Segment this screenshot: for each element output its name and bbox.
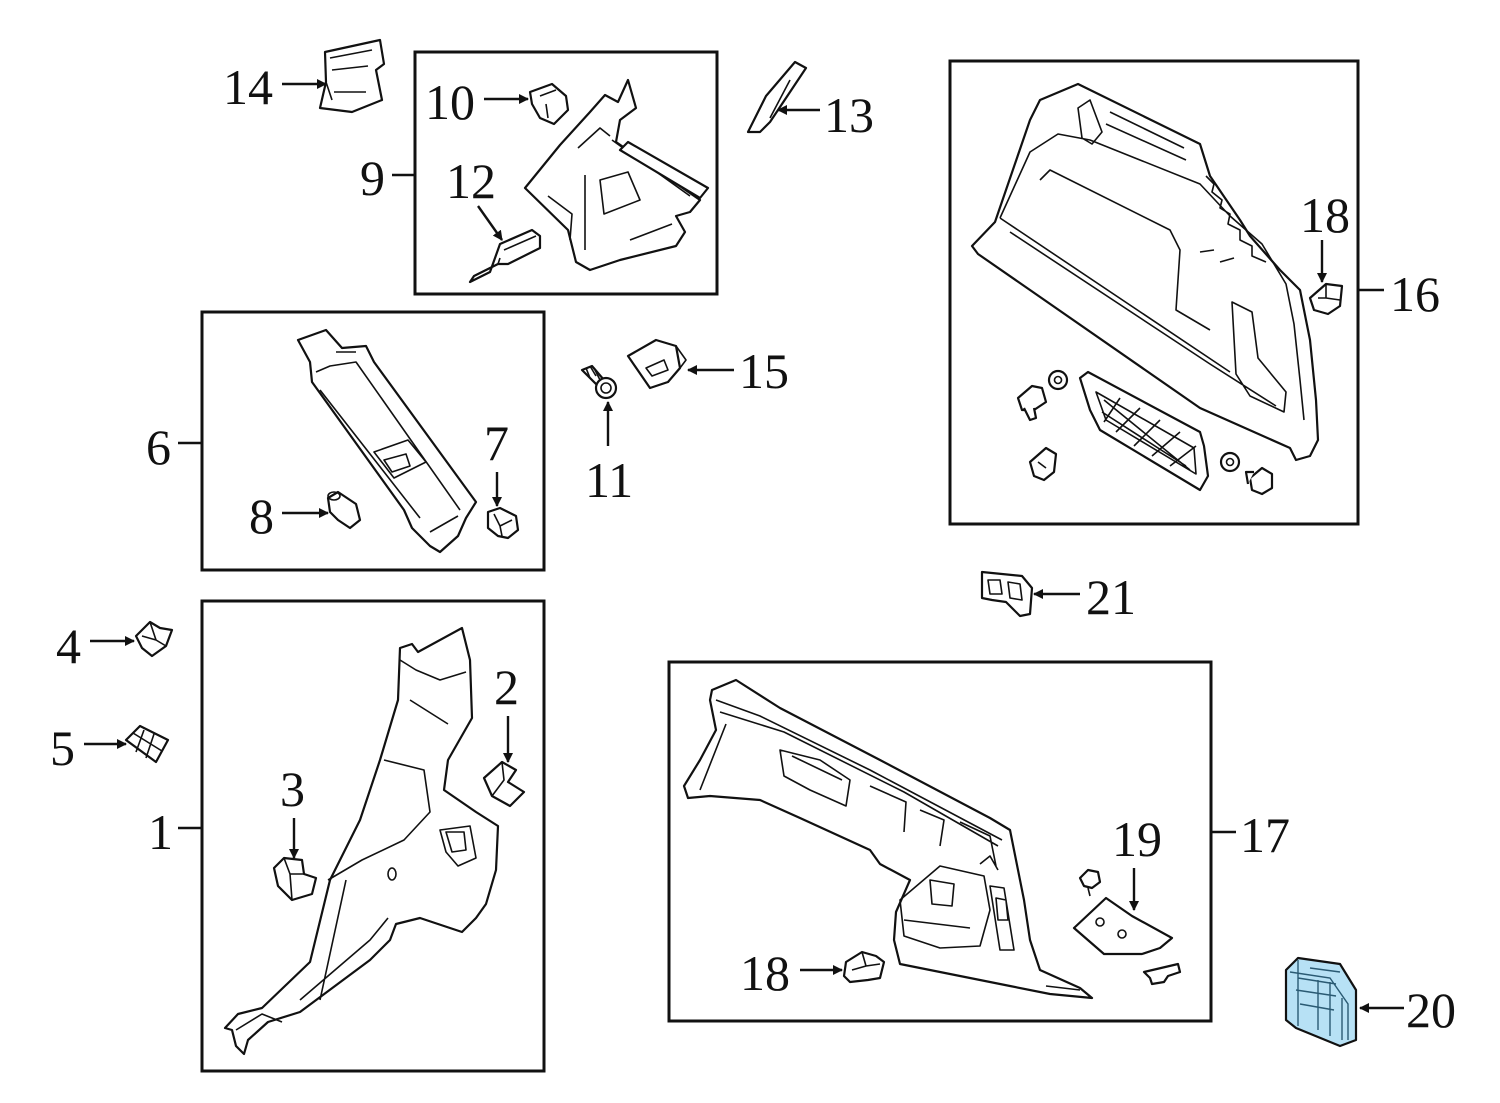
part-2-clip [482, 760, 526, 808]
callout-11: 11 [585, 452, 633, 508]
callout-14: 14 [223, 59, 273, 115]
callout-2: 2 [494, 659, 519, 715]
part-16-quarter-trim [970, 82, 1320, 462]
part-18-clip-upper [1308, 282, 1344, 316]
group-box-1 [200, 599, 546, 1073]
group-box-6 [200, 310, 546, 572]
part-16-hardware [1016, 369, 1274, 496]
callout-8: 8 [249, 488, 274, 544]
part-18-clip-lower [842, 950, 886, 984]
part-20-module-highlighted [1284, 956, 1358, 1048]
callout-7: 7 [484, 415, 509, 471]
callout-5: 5 [50, 720, 75, 776]
callout-19: 19 [1112, 811, 1162, 867]
callout-18-lower: 18 [740, 945, 790, 1001]
part-9-trim-panel [523, 78, 710, 272]
callout-18-upper: 18 [1300, 187, 1350, 243]
callout-1: 1 [148, 804, 173, 860]
callout-17: 17 [1240, 807, 1290, 863]
callout-16: 16 [1390, 266, 1440, 322]
part-6-pillar-trim [296, 328, 478, 554]
part-5-pad [124, 724, 170, 764]
part-17-inner-panel [682, 678, 1094, 1000]
part-14-bracket [318, 38, 386, 114]
part-11-bolt [580, 364, 618, 400]
part-21-bracket [980, 570, 1034, 618]
callout-13: 13 [824, 87, 874, 143]
callout-9: 9 [360, 150, 385, 206]
part-1-pillar-panel [223, 626, 500, 1056]
part-12-clip [468, 228, 542, 284]
part-7-clip [486, 506, 520, 540]
group-box-9 [413, 50, 719, 296]
callout-6: 6 [146, 419, 171, 475]
callout-10: 10 [425, 74, 475, 130]
group-box-17 [667, 660, 1213, 1023]
part-4-clip [134, 620, 174, 658]
leader-lines [84, 79, 1404, 1013]
callout-20: 20 [1406, 982, 1456, 1038]
group-box-16 [948, 59, 1360, 526]
part-3-clip [272, 856, 318, 902]
callout-21: 21 [1086, 569, 1136, 625]
callout-3: 3 [280, 761, 305, 817]
part-15-bracket [626, 338, 687, 390]
part-10-clip [528, 82, 570, 126]
callout-4: 4 [56, 618, 81, 674]
part-8-clip [326, 490, 362, 530]
part-19-bracket [1072, 868, 1182, 986]
callout-labels: 14 10 9 12 13 15 11 6 7 8 4 5 1 2 3 18 1… [50, 59, 1456, 1038]
callout-12: 12 [446, 153, 496, 209]
part-13-bracket [746, 60, 808, 134]
callout-15: 15 [739, 343, 789, 399]
